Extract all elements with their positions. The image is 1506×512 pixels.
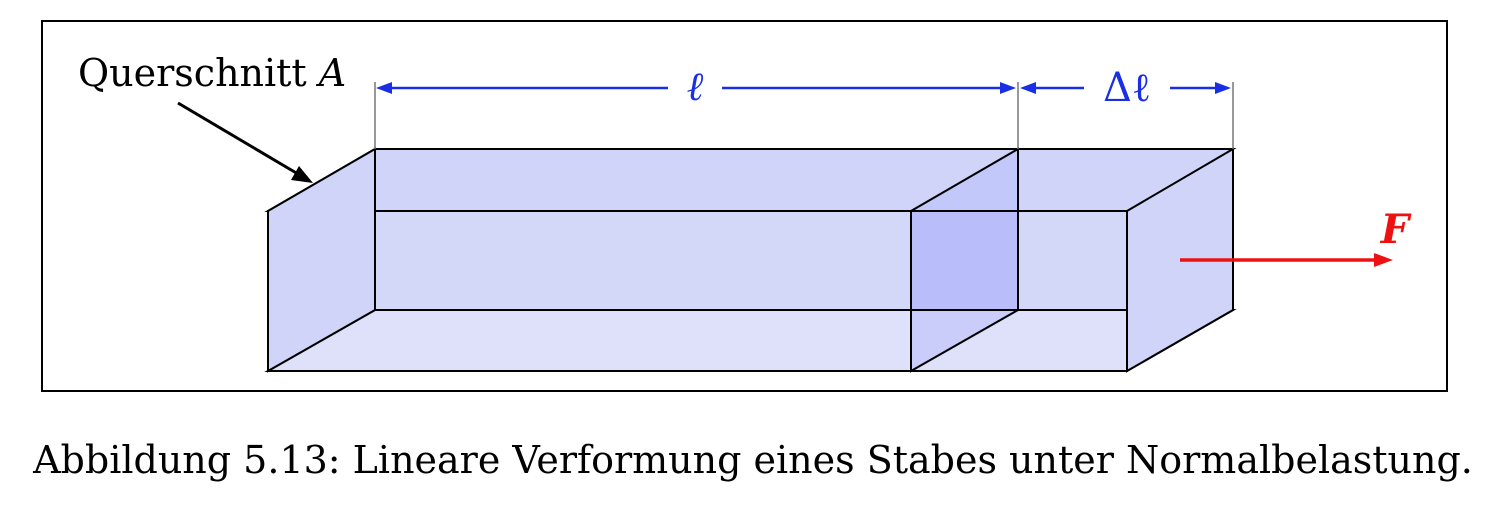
arrowhead-left — [1020, 82, 1036, 94]
overlap-region — [911, 211, 1018, 310]
length-dimension — [376, 82, 1016, 94]
arrowhead-left — [376, 82, 392, 94]
figure-caption: Abbildung 5.13: Lineare Verformung eines… — [33, 438, 1473, 482]
force-arrowhead — [1374, 253, 1393, 267]
force-label: F — [1380, 206, 1412, 253]
cross-section-symbol: A — [316, 51, 346, 95]
cross-section-pointer-line — [177, 101, 299, 176]
arrowhead-right — [1215, 82, 1231, 94]
length-label: ℓ — [687, 64, 704, 110]
elongation-label: Δℓ — [1103, 65, 1151, 111]
cross-section-text: Querschnitt — [78, 51, 307, 95]
cross-section-pointer-arrowhead — [291, 166, 313, 183]
elongation-dimension — [1020, 82, 1231, 94]
arrowhead-right — [1000, 82, 1016, 94]
figure-frame — [41, 20, 1448, 392]
